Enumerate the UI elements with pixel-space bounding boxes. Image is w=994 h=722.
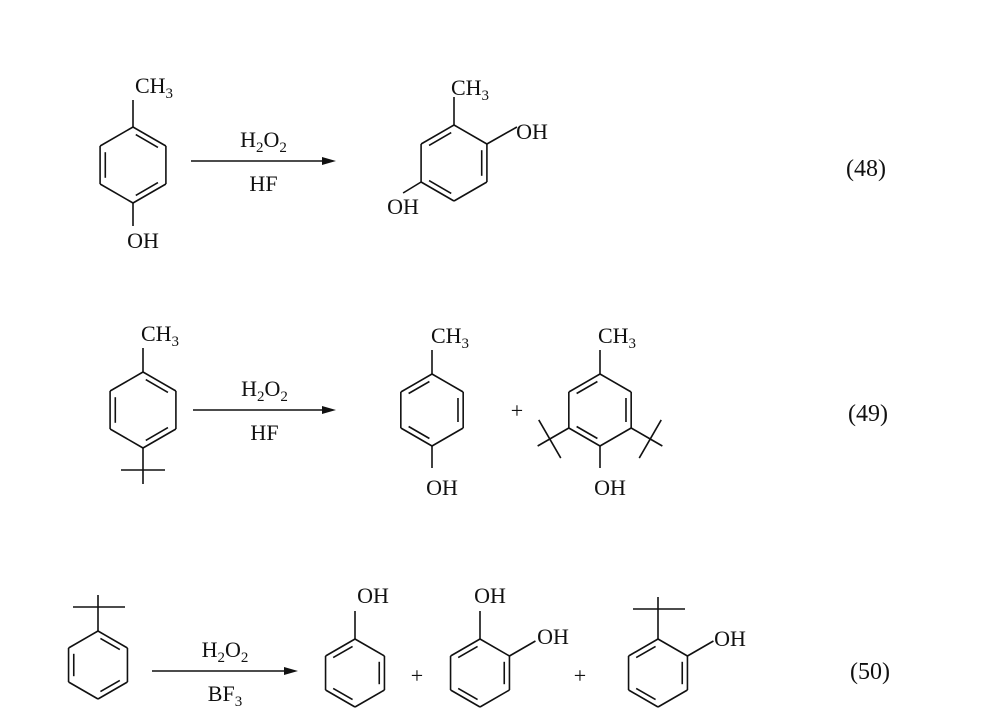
reagent-top: H2O2 xyxy=(240,127,287,156)
p-cresol-ring-double-bond xyxy=(135,181,159,197)
equation-number: (48) xyxy=(846,156,886,182)
bond xyxy=(486,126,518,145)
bond xyxy=(509,640,536,657)
tert-butyltoluene-ring-bond xyxy=(109,428,144,449)
bht-ring-double-bond xyxy=(576,380,598,395)
p-cresol-ring-bond xyxy=(132,183,167,204)
reagent-bottom: HF xyxy=(250,420,278,445)
bht-ring-bond xyxy=(568,373,601,393)
tert-butylphenol-ring-bond xyxy=(628,689,659,708)
tert-butylphenol-ring-bond xyxy=(657,689,688,708)
catechol-ring-double-bond xyxy=(457,687,478,701)
arrow-head-icon xyxy=(322,157,336,165)
oh-label: OH xyxy=(714,626,746,651)
p-cresol-ring-bond xyxy=(99,126,134,147)
catechol-ring-bond xyxy=(479,689,510,708)
ch3-label: CH3 xyxy=(598,323,636,352)
reagent-bottom: BF3 xyxy=(208,681,242,710)
catechol-ring-bond xyxy=(479,638,510,657)
oh-label: OH xyxy=(516,119,548,144)
methylhydroquinone-ring-bond xyxy=(453,181,488,202)
tert-butylphenol-ring-double-bond xyxy=(635,687,656,701)
ch3-label: CH3 xyxy=(135,73,173,102)
methylhydroquinone-ring-bond xyxy=(453,124,488,145)
labels: CH3OHH2O2HFCH3OHOH(48)CH3H2O2HFCH3OH+CH3… xyxy=(127,73,890,710)
methylhydroquinone-ring-bond xyxy=(420,124,455,145)
arrow-head-icon xyxy=(284,667,298,675)
bht-ring-bond xyxy=(599,373,632,393)
p-cresol-ring-double-bond xyxy=(135,133,159,149)
phenol-ring-bond xyxy=(354,638,385,657)
bht-ring-bond xyxy=(599,427,632,447)
phenol-ring-double-bond xyxy=(332,645,353,659)
tert-butyl-left-branch xyxy=(537,438,551,447)
equation-number: (50) xyxy=(850,659,890,685)
tert-butyltoluene-ring-double-bond xyxy=(145,426,169,442)
p-cresol-product-ring-bond xyxy=(431,373,464,393)
oh-label: OH xyxy=(537,624,569,649)
tert-butyl-left-stem xyxy=(549,427,570,440)
bht-ring-double-bond xyxy=(576,425,598,440)
tert-butyltoluene-ring-double-bond xyxy=(145,378,169,394)
tert-butylphenol-ring-double-bond xyxy=(635,645,656,659)
tert-butylphenol-ring-bond xyxy=(657,638,688,657)
ch3-label: CH3 xyxy=(451,75,489,104)
arrow-head-icon xyxy=(322,406,336,414)
reagent-top: H2O2 xyxy=(202,637,249,666)
methylhydroquinone-ring-double-bond xyxy=(428,179,452,195)
tert-butylbenzene-ring-bond xyxy=(68,681,99,700)
tert-butyl-right-branch xyxy=(649,438,663,447)
tert-butylbenzene-ring-bond xyxy=(97,681,128,700)
oh-label: OH xyxy=(426,475,458,500)
p-cresol-product-ring-double-bond xyxy=(408,380,430,395)
catechol-ring-bond xyxy=(450,638,481,657)
p-cresol-ring-bond xyxy=(99,183,134,204)
plus-sign: + xyxy=(511,398,523,423)
phenol-ring-bond xyxy=(325,638,356,657)
methylhydroquinone-ring-double-bond xyxy=(428,131,452,147)
oh-label: OH xyxy=(357,583,389,608)
oh-label: OH xyxy=(127,228,159,253)
oh-label: OH xyxy=(594,475,626,500)
reagent-top: H2O2 xyxy=(241,376,288,405)
tert-butylbenzene-ring-double-bond xyxy=(100,679,121,693)
reagent-bottom: HF xyxy=(249,171,277,196)
bond xyxy=(402,181,422,194)
phenol-ring-double-bond xyxy=(332,687,353,701)
tert-butyltoluene-ring-bond xyxy=(142,371,177,392)
p-cresol-product-ring-bond xyxy=(431,427,464,447)
p-cresol-product-ring-bond xyxy=(400,373,433,393)
phenol-ring-bond xyxy=(354,689,385,708)
bonds xyxy=(67,97,714,708)
methylhydroquinone-ring-bond xyxy=(420,181,455,202)
catechol-ring-double-bond xyxy=(457,645,478,659)
tert-butylbenzene-ring-bond xyxy=(68,630,99,649)
tert-butylphenol-ring-bond xyxy=(628,638,659,657)
tert-butylbenzene-ring-double-bond xyxy=(100,637,121,651)
plus-sign: + xyxy=(574,663,586,688)
ch3-label: CH3 xyxy=(141,321,179,350)
oh-label: OH xyxy=(474,583,506,608)
tert-butyl-right-stem xyxy=(630,427,651,440)
phenol-ring-bond xyxy=(325,689,356,708)
tert-butyltoluene-ring-bond xyxy=(142,428,177,449)
tert-butylbenzene-ring-bond xyxy=(97,630,128,649)
bond xyxy=(687,640,714,657)
p-cresol-ring-bond xyxy=(132,126,167,147)
oh-label: OH xyxy=(387,194,419,219)
equation-number: (49) xyxy=(848,401,888,427)
plus-sign: + xyxy=(411,663,423,688)
tert-butyltoluene-ring-bond xyxy=(109,371,144,392)
p-cresol-product-ring-double-bond xyxy=(408,425,430,440)
bht-ring-bond xyxy=(568,427,601,447)
p-cresol-product-ring-bond xyxy=(400,427,433,447)
ch3-label: CH3 xyxy=(431,323,469,352)
catechol-ring-bond xyxy=(450,689,481,708)
